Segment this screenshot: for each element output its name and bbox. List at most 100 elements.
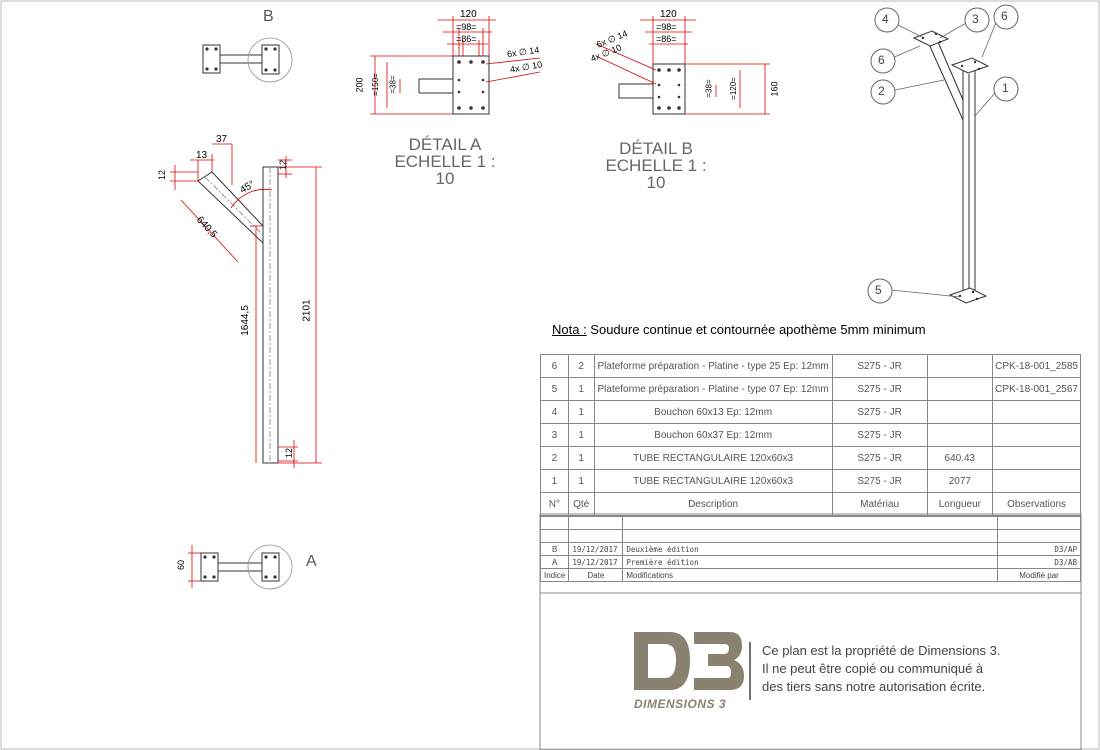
detail-b-name: DÉTAIL B <box>619 139 693 158</box>
dim-view-a-60: 60 <box>176 559 187 571</box>
bom-row: 4 1 Bouchon 60x13 Ep: 12mm S275 - JR <box>540 400 1081 424</box>
bom-cell-obs <box>992 469 1081 493</box>
ownership-line-1: Ce plan est la propriété de Dimensions 3… <box>762 643 1001 658</box>
bom-cell-obs: CPK-18-001_2585 <box>992 354 1081 378</box>
bom-cell-n: 5 <box>540 377 569 401</box>
balloon-6-right: 6 <box>1001 9 1008 23</box>
bom-cell-len: 2077 <box>926 469 994 493</box>
dim-b-height: 160 <box>769 81 780 97</box>
bom-cell-mat: S275 - JR <box>831 469 928 493</box>
balloon-3: 3 <box>972 12 979 26</box>
dim-b-h38: =38= <box>704 79 714 98</box>
bom-cell-desc: Bouchon 60x37 Ep: 12mm <box>593 423 833 447</box>
nota-text: Nota : Soudure continue et contournée ap… <box>552 322 926 337</box>
bom-header-n: N° <box>540 492 569 516</box>
bom-cell-len <box>926 377 994 401</box>
dim-a-h38: =38= <box>388 75 398 94</box>
revision-table: B 19/12/2017 Deuxième édition D3/AP A 19… <box>539 516 1081 582</box>
dim-main-12-right: 12 <box>278 159 289 171</box>
ownership-notice: Ce plan est la propriété de Dimensions 3… <box>762 642 1000 696</box>
bom-cell-n: 4 <box>540 400 569 424</box>
revision-index: A <box>539 555 570 569</box>
view-b <box>202 37 293 83</box>
bom-header-len: Longueur <box>926 492 994 516</box>
bom-row: 5 1 Plateforme préparation - Platine - t… <box>540 377 1081 401</box>
bom-cell-qty: 1 <box>567 446 595 470</box>
revision-index: B <box>539 542 570 556</box>
bom-cell-mat: S275 - JR <box>831 354 928 378</box>
bom-cell-mat: S275 - JR <box>831 377 928 401</box>
revision-author: D3/AP <box>997 542 1081 556</box>
logo-text: DIMENSIONS 3 <box>634 697 727 711</box>
bom-cell-desc: TUBE RECTANGULAIRE 120x60x3 <box>593 446 833 470</box>
bom-cell-len <box>926 423 994 447</box>
balloon-4: 4 <box>882 12 889 26</box>
view-b-label: B <box>263 8 274 25</box>
bom-cell-n: 6 <box>540 354 569 378</box>
bom-cell-qty: 1 <box>567 377 595 401</box>
bom-header-row: N° Qté Description Matériau Longueur Obs… <box>540 492 1081 516</box>
nota-label: Nota : <box>552 322 587 337</box>
dim-main-12-top: 12 <box>157 169 168 181</box>
revision-header-author: Modifié par <box>997 568 1081 582</box>
bom-table: 6 2 Plateforme préparation - Platine - t… <box>540 354 1081 516</box>
bom-header-obs: Observations <box>992 492 1081 516</box>
dim-a-width: 120 <box>460 9 477 20</box>
dim-a-inner2: =86= <box>456 34 477 44</box>
bom-header-mat: Matériau <box>831 492 928 516</box>
bom-cell-n: 3 <box>540 423 569 447</box>
revision-row: A 19/12/2017 Première édition D3/AB <box>539 555 1081 569</box>
bom-cell-mat: S275 - JR <box>831 446 928 470</box>
bom-cell-len: 640.43 <box>926 446 994 470</box>
bom-row: 2 1 TUBE RECTANGULAIRE 120x60x3 S275 - J… <box>540 446 1081 470</box>
bom-cell-len <box>926 354 994 378</box>
revision-empty-row <box>539 516 1081 530</box>
dim-main-13: 13 <box>196 150 208 161</box>
detail-b-title: DÉTAIL B ECHELLE 1 : 10 <box>596 140 716 191</box>
bom-cell-obs <box>992 400 1081 424</box>
dim-b-h120: =120= <box>728 77 738 100</box>
revision-date: 19/12/2017 <box>568 555 624 569</box>
bom-cell-mat: S275 - JR <box>831 423 928 447</box>
dim-b-inner1: =98= <box>656 22 677 32</box>
bom-cell-desc: Bouchon 60x13 Ep: 12mm <box>593 400 833 424</box>
detail-a-scale: ECHELLE 1 : 10 <box>394 152 496 188</box>
main-elevation <box>170 143 322 468</box>
dim-main-total: 2101 <box>301 299 313 322</box>
ownership-line-3: des tiers sans notre autorisation écrite… <box>762 679 986 694</box>
bom-row: 6 2 Plateforme préparation - Platine - t… <box>540 354 1081 378</box>
bom-cell-obs <box>992 423 1081 447</box>
bom-header-desc: Description <box>593 492 833 516</box>
revision-date: 19/12/2017 <box>568 542 624 556</box>
bom-cell-desc: Plateforme préparation - Platine - type … <box>593 377 833 401</box>
iso-view <box>867 4 1019 304</box>
bom-cell-obs <box>992 446 1081 470</box>
dim-main-37: 37 <box>216 134 228 145</box>
balloon-2: 2 <box>878 84 885 98</box>
bom-cell-qty: 1 <box>567 400 595 424</box>
detail-b-drawing <box>595 16 770 115</box>
bom-cell-mat: S275 - JR <box>831 400 928 424</box>
revision-header-index: Indice <box>539 568 570 582</box>
bom-header-qty: Qté <box>567 492 595 516</box>
dim-b-width: 120 <box>660 9 677 20</box>
logo-mark <box>634 632 744 690</box>
dim-b-inner2: =86= <box>656 34 677 44</box>
bom-cell-n: 1 <box>540 469 569 493</box>
detail-a-title: DÉTAIL A ECHELLE 1 : 10 <box>385 136 505 187</box>
bom-row: 3 1 Bouchon 60x37 Ep: 12mm S275 - JR <box>540 423 1081 447</box>
balloon-6-left: 6 <box>878 53 885 67</box>
balloon-1: 1 <box>1002 81 1009 95</box>
view-a <box>188 544 293 590</box>
dim-main-len1: 1644,5 <box>239 305 251 336</box>
revision-modification: Deuxième édition <box>622 542 999 556</box>
bom-cell-obs: CPK-18-001_2567 <box>992 377 1081 401</box>
bom-cell-len <box>926 400 994 424</box>
detail-a-drawing <box>370 16 541 115</box>
bom-cell-desc: TUBE RECTANGULAIRE 120x60x3 <box>593 469 833 493</box>
bom-cell-qty: 1 <box>567 469 595 493</box>
ownership-line-2: Il ne peut être copié ou communiqué à <box>762 661 984 676</box>
dim-a-inner1: =98= <box>456 22 477 32</box>
balloon-5: 5 <box>875 283 882 297</box>
